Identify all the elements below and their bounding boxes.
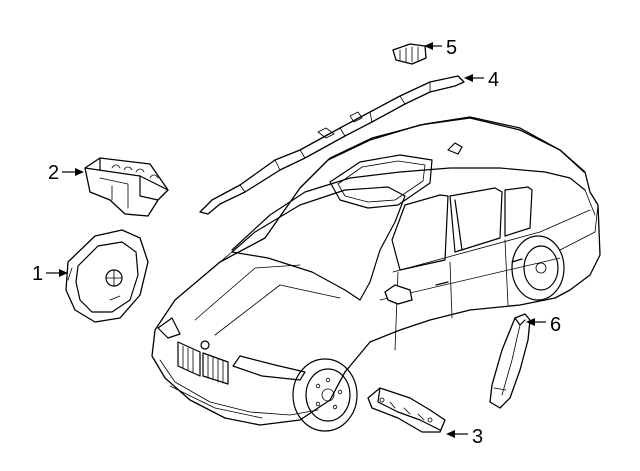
side-airbag-module xyxy=(367,387,446,433)
passenger-airbag xyxy=(84,157,169,217)
callout-5: 5 xyxy=(424,37,457,59)
sedan-car-illustration xyxy=(151,116,601,432)
callout-4: 4 xyxy=(464,69,499,91)
callout-label-1: 1 xyxy=(32,263,43,285)
callout-3: 3 xyxy=(446,426,483,448)
callout-label-5: 5 xyxy=(446,37,457,59)
steering-wheel-airbag xyxy=(65,229,149,323)
callout-1: 1 xyxy=(32,263,68,285)
callout-2: 2 xyxy=(48,162,84,184)
callout-6: 6 xyxy=(526,314,561,336)
callout-label-3: 3 xyxy=(472,426,483,448)
callout-label-2: 2 xyxy=(48,162,59,184)
curtain-airbag xyxy=(199,75,465,215)
callout-label-4: 4 xyxy=(488,69,499,91)
sensor-bracket xyxy=(392,43,427,65)
callout-label-6: 6 xyxy=(550,314,561,336)
seat-side-airbag xyxy=(489,313,531,409)
